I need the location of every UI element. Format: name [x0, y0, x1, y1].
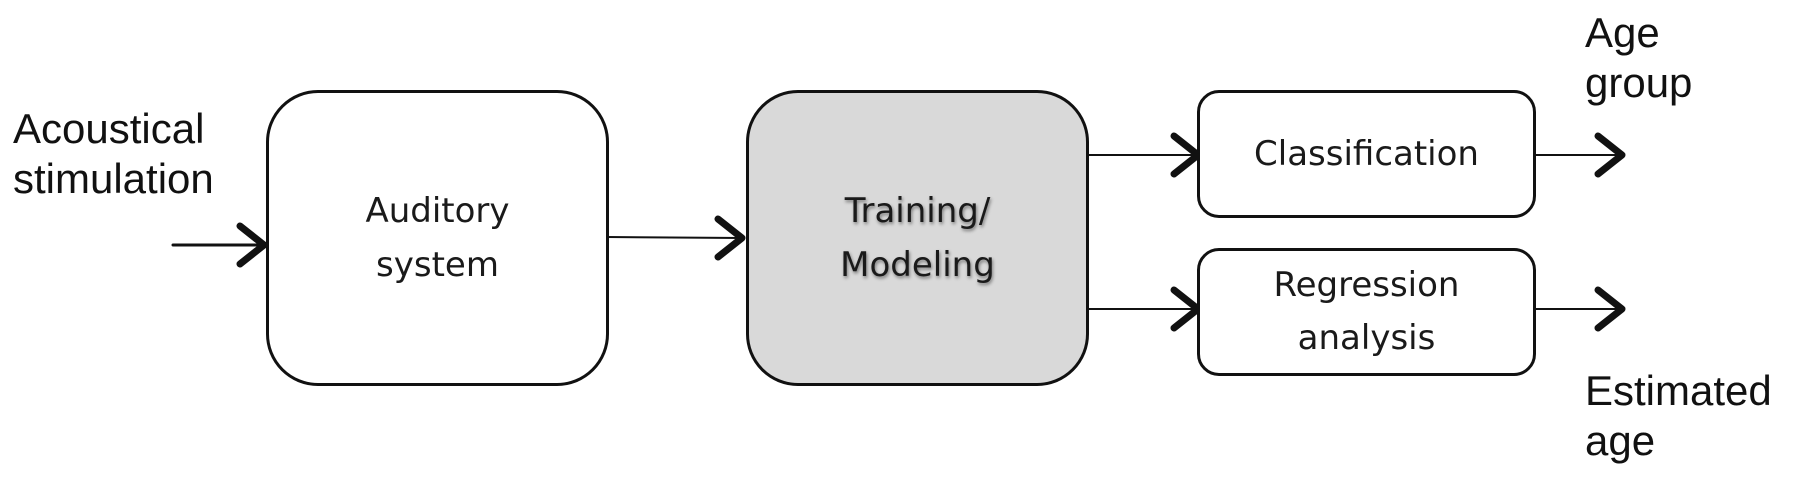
arrowhead-auditory-to-training [714, 215, 746, 261]
training-modeling-box: Training/ Modeling [746, 90, 1089, 386]
output-estimated-age-line2: age [1585, 417, 1656, 464]
arrowhead-input [236, 222, 268, 268]
regression-analysis-box: Regression analysis [1197, 248, 1536, 376]
regression-analysis-line2: analysis [1297, 318, 1436, 358]
arrow-auditory-to-training [605, 236, 743, 239]
output-age-group-line2: group [1585, 59, 1693, 106]
input-label-line1: Acoustical [13, 105, 205, 152]
input-label: Acoustical stimulation [13, 104, 214, 204]
auditory-system-line1: Auditory [365, 191, 510, 231]
training-modeling-line1: Training/ [844, 191, 991, 231]
training-modeling-line2: Modeling [840, 245, 995, 285]
classification-box: Classification [1197, 90, 1536, 218]
auditory-system-line2: system [376, 245, 499, 285]
output-age-group-label: Age group [1585, 8, 1692, 108]
input-label-line2: stimulation [13, 155, 214, 202]
output-estimated-age-line1: Estimated [1585, 367, 1772, 414]
arrowhead-classification-output [1594, 132, 1626, 178]
output-estimated-age-label: Estimated age [1585, 366, 1772, 466]
auditory-system-box: Auditory system [266, 90, 609, 386]
classification-label: Classification [1254, 133, 1479, 174]
output-age-group-line1: Age [1585, 9, 1660, 56]
regression-analysis-line1: Regression [1273, 265, 1460, 305]
arrowhead-regression-output [1594, 286, 1626, 332]
